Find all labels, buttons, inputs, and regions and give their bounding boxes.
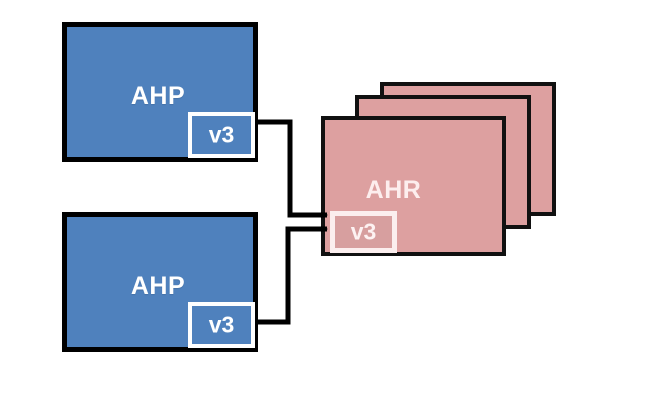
ahp-node-top-version-label: v3 bbox=[208, 121, 235, 148]
connector-top-arrow bbox=[255, 119, 328, 219]
ahr-version-box[interactable]: v3 bbox=[330, 211, 397, 253]
ahp-node-bottom-version-box[interactable]: v3 bbox=[188, 302, 255, 348]
ahp-node-bottom-version-label: v3 bbox=[208, 311, 235, 338]
ahp-node-bottom-label: AHP bbox=[130, 272, 186, 300]
ahr-label: AHR bbox=[365, 176, 422, 204]
ahr-version-label: v3 bbox=[350, 218, 377, 245]
ahp-node-top-label: AHP bbox=[130, 82, 186, 110]
connector-bottom-arrow bbox=[255, 225, 328, 325]
ahp-node-top-version-box[interactable]: v3 bbox=[188, 112, 255, 158]
